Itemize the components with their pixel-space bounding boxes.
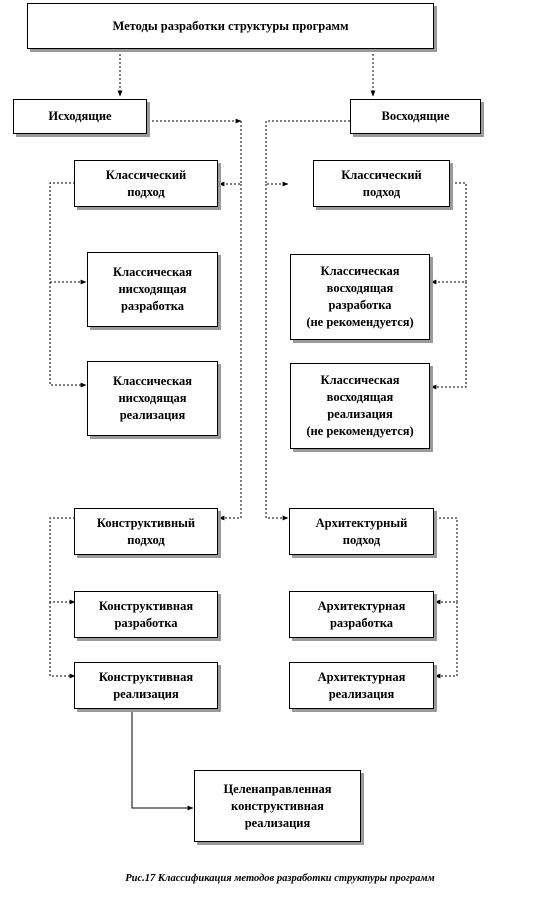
constructive-bracket [49,517,76,605]
classic-right-bracket [430,182,467,285]
trunk-to-constructive-arrow [218,184,242,521]
bottom-up-box: Восходящие [350,99,481,134]
figure-caption: Рис.17 Классификация методов разработки … [125,873,435,884]
constructive-design-box: Конструктивная разработка [74,591,218,638]
to-targeted-arrow [131,711,194,811]
classic-left-bracket-2 [49,282,87,388]
architectural-bracket [434,517,458,605]
classic-left-bracket [49,182,87,285]
top-down-box: Исходящие [13,99,147,134]
architectural-realization-box: Архитектурная реализация [289,662,434,709]
constructive-realization-box: Конструктивная реализация [74,662,218,709]
classic-right-bracket-2 [430,282,467,390]
classic-top-down-realization-box: Классическая нисходящая реализация [87,361,218,436]
classic-bottom-up-realization-box: Классическая восходящая реализация (не р… [290,363,430,449]
classic-top-down-design-box: Классическая нисходящая разработка [87,252,218,327]
architectural-bracket-2 [434,602,458,679]
title-box: Методы разработки структуры программ [27,3,434,49]
bottom-up-trunk-arrow [265,120,350,187]
trunk-to-classic-arrow [218,121,242,187]
targeted-constructive-realization-box: Целенаправленная конструктивная реализац… [194,770,361,842]
constructive-approach-box: Конструктивный подход [74,508,218,555]
trunk-to-architectural-arrow [265,184,289,521]
classic-bottom-up-approach-box: Классический подход [313,160,450,207]
classic-bottom-up-design-box: Классическая восходящая разработка (не р… [290,254,430,340]
constructive-bracket-2 [49,602,76,679]
classic-top-down-approach-box: Классический подход [74,160,218,207]
architectural-design-box: Архитектурная разработка [289,591,434,638]
architectural-approach-box: Архитектурный подход [289,508,434,555]
